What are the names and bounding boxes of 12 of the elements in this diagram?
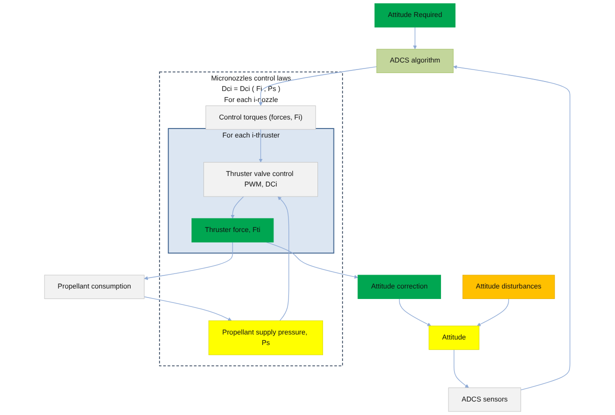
arrow [259, 129, 263, 162]
arrow [266, 242, 358, 279]
arrow [454, 349, 470, 388]
arrow [413, 26, 418, 50]
arrow [230, 196, 244, 219]
arrow [144, 242, 234, 280]
arrow [453, 65, 571, 390]
arrow [399, 298, 432, 326]
arrow [259, 66, 378, 106]
arrow [278, 196, 290, 321]
arrow [144, 296, 232, 321]
arrow [477, 298, 510, 326]
